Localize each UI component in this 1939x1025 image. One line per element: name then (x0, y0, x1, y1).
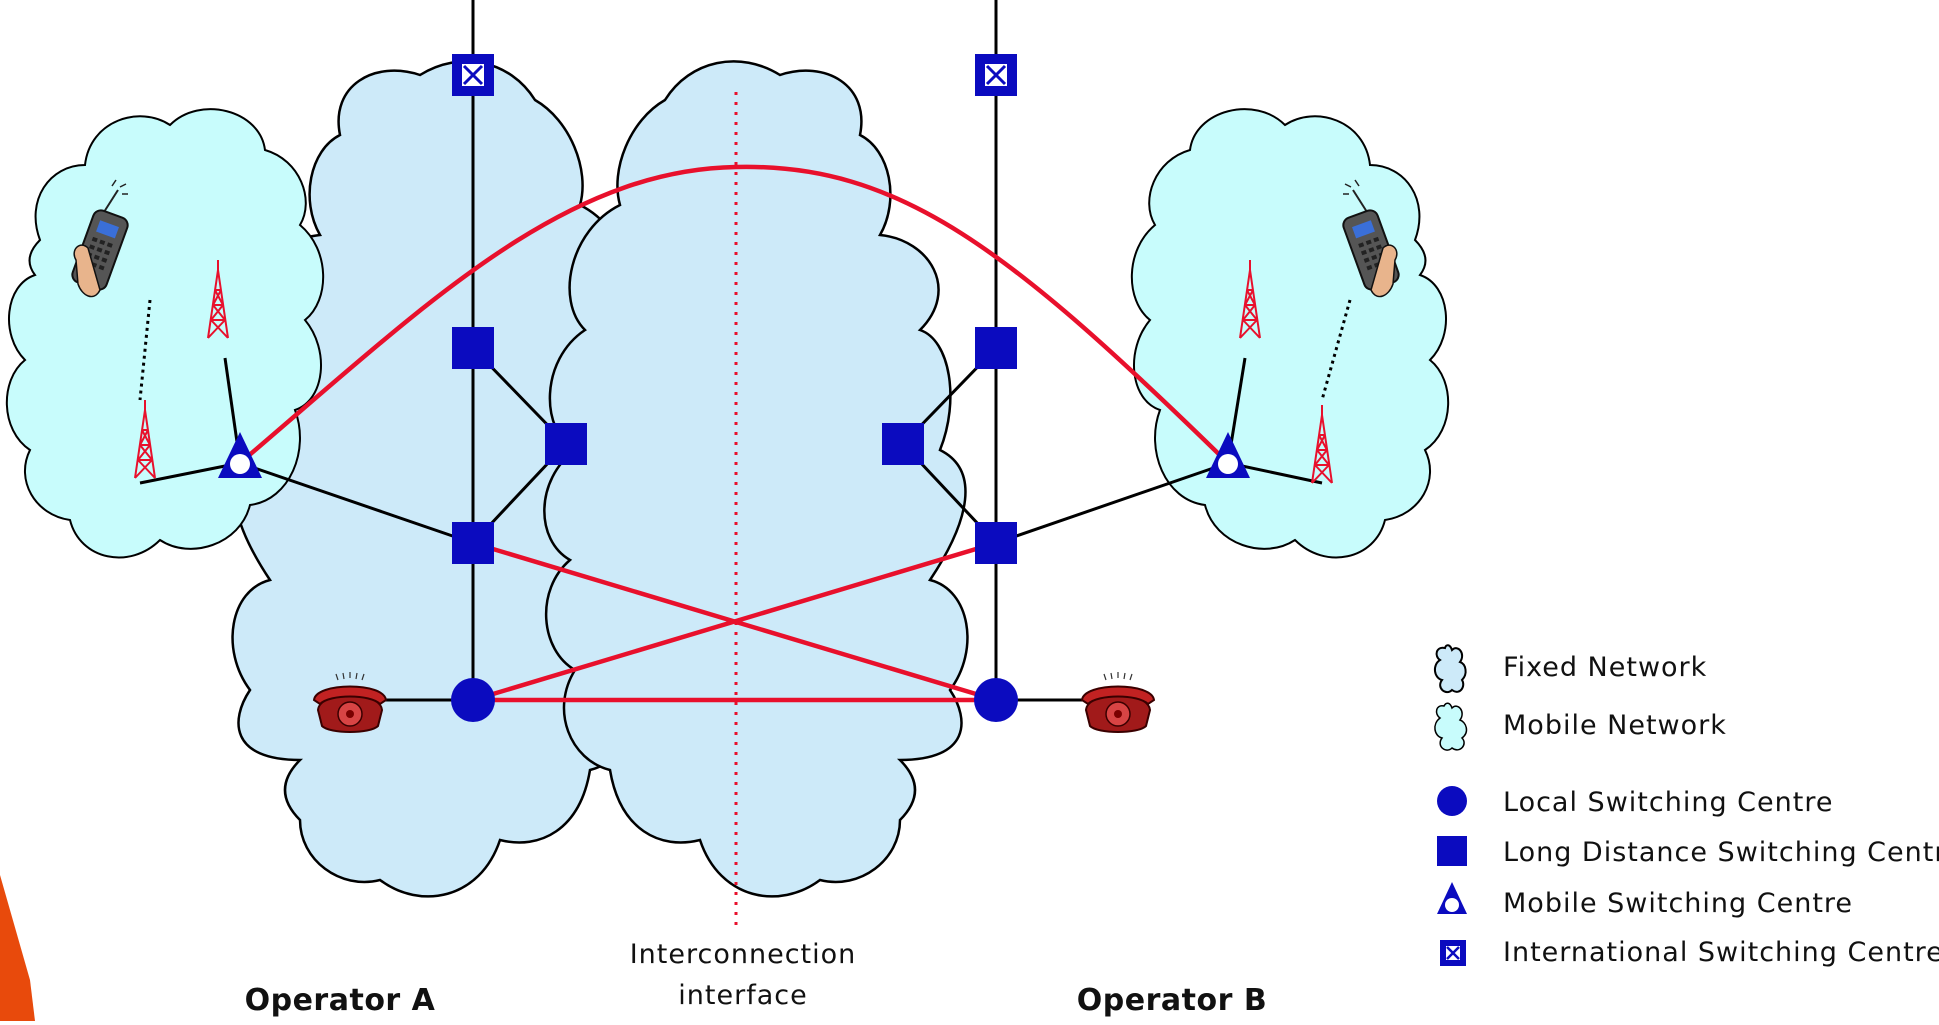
telephone-icon (1081, 671, 1155, 733)
long-distance-switching-centre-a3 (452, 522, 494, 564)
fixed-network-cloud-b (543, 60, 969, 898)
interconnection-links (238, 164, 1230, 703)
orange-accent-shape (0, 875, 35, 1021)
local-switching-centre-a (451, 678, 495, 722)
legend-label-fixed-network: Fixed Network (1503, 652, 1707, 683)
legend-label-mobile-network: Mobile Network (1503, 710, 1727, 741)
crossed-square-icon (1440, 940, 1466, 966)
mobile-switching-centre-a (218, 432, 262, 478)
interconnection-label: Interconnection (630, 939, 857, 970)
long-distance-switching-centre-b1 (975, 327, 1017, 369)
radio-link-b (1320, 299, 1352, 401)
local-switching-centre-b (974, 678, 1018, 722)
legend-label-mobile-switching-centre: Mobile Switching Centre (1503, 888, 1853, 919)
operator-a-label: Operator A (245, 983, 436, 1018)
mobile-switching-centre-b (1206, 432, 1250, 478)
interface-label: interface (678, 980, 807, 1011)
radio-link-a (138, 299, 152, 401)
long-distance-switching-centre-b2 (882, 423, 924, 465)
legend-label-local-switching-centre: Local Switching Centre (1503, 787, 1833, 818)
long-distance-switching-centre-b3 (975, 522, 1017, 564)
triangle-icon (1437, 882, 1467, 914)
legend: Fixed Network Mobile Network Local Switc… (1434, 644, 1939, 968)
square-icon (1437, 836, 1467, 866)
fixed-cloud-icon (1434, 644, 1467, 694)
mobile-network-cloud-b (1130, 108, 1450, 559)
legend-label-international-switching-centre: International Switching Centre (1503, 937, 1939, 968)
mobile-cloud-icon (1434, 702, 1468, 751)
long-distance-switching-centre-a1 (452, 327, 494, 369)
mobile-network-cloud-a (5, 108, 325, 559)
legend-label-long-distance-switching-centre: Long Distance Switching Centre (1503, 837, 1939, 868)
long-distance-switching-centre-a2 (545, 423, 587, 465)
circle-icon (1437, 786, 1467, 816)
operator-b-label: Operator B (1077, 983, 1267, 1018)
international-switching-centre-b (975, 54, 1017, 96)
international-switching-centre-a (452, 54, 494, 96)
